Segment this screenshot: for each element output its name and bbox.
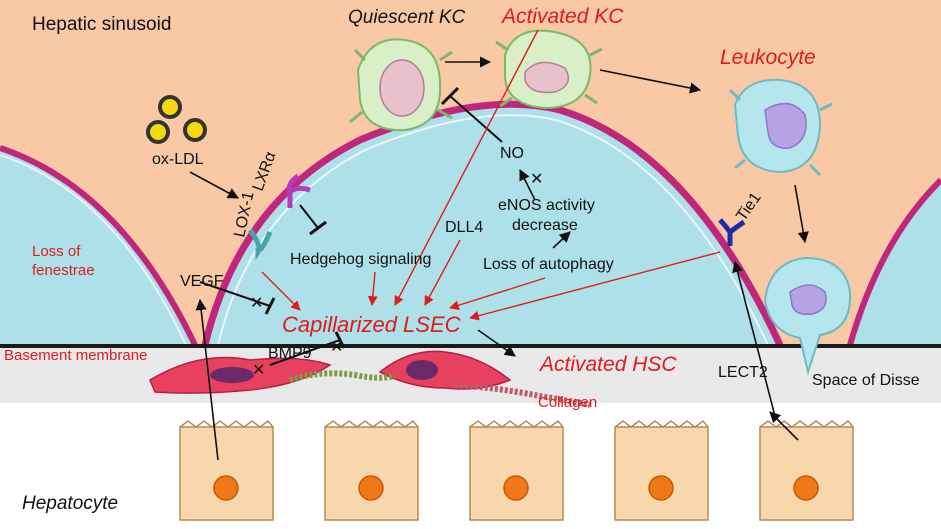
collagen-fiber-icon [289,370,591,408]
label-bmp9: BMP9 [268,345,312,362]
hepatocyte-cell-icon [179,419,274,521]
arrow-lect2-to-tie1 [732,260,777,421]
red-arrow-autophagy-to-lsec [449,277,546,311]
inhibit-no-to-kc [440,86,503,143]
red-arrow-hedgehog-to-lsec [367,271,378,306]
tie1-receptor-icon [718,218,746,246]
label-ox-ldl: ox-LDL [152,151,204,168]
hepatocyte-cell-icon [469,419,564,521]
label-collagen: Collagen [538,394,597,411]
label-capillarized-lsec: Capillarized LSEC [282,312,461,337]
central-endothelial-membrane [201,100,784,347]
left-endothelial-dome [0,150,195,345]
red-arrow-akc-to-lsec [394,29,539,306]
arrow-leukocyte-to-disse [794,184,809,244]
leukocyte-cell-icon [728,78,833,177]
hepatocyte-cell-icon [759,419,854,521]
cross-mark-enos: ✕ [530,171,543,188]
inhibit-vegf-to-lsec [199,281,276,315]
label-loss-fenestrae-line1: Loss of [32,243,81,260]
transmigrating-leukocyte-icon [763,256,852,376]
title-hepatic-sinusoid: Hepatic sinusoid [32,14,171,35]
arrow-hepatocyte-to-vegf [195,298,219,461]
label-hepatocyte: Hepatocyte [22,493,118,514]
quiescent-kc-cell-icon [349,38,453,132]
cross-mark-vegf: ✕ [250,295,263,312]
arrow-akc-to-leukocyte [599,69,702,94]
ox-ldl-particles-icon [146,95,207,144]
label-enos-line1: eNOS activity [498,197,595,214]
arrow-autophagy-to-enos [552,231,571,249]
activated-kc-cell-icon [495,29,603,110]
label-quiescent-kc: Quiescent KC [348,7,465,28]
right-endothelial-membrane [847,177,941,346]
label-autophagy: Loss of autophagy [483,256,614,273]
hepatocyte-cell-icon [324,419,419,521]
red-arrow-dll4-to-lsec [424,239,461,306]
lxra-receptor-icon [286,173,311,208]
hepatocyte-row [179,419,854,521]
left-endothelial-membrane [0,145,198,347]
label-basement-membrane: Basement membrane [4,347,147,364]
label-activated-hsc: Activated HSC [538,353,677,376]
label-leukocyte: Leukocyte [720,46,816,69]
lox1-receptor-icon [247,228,273,261]
red-arrow-lox1-to-lsec [261,271,301,311]
label-enos-line2: decrease [512,217,578,234]
inhibit-lxra-to-hedgehog [299,204,327,236]
label-space-of-disse: Space of Disse [812,372,920,389]
arrow-oxldl-to-lox1 [189,171,239,199]
red-arrow-tie1-to-lsec [469,251,721,321]
cross-mark-hsc: ✕ [252,362,265,379]
label-dll4: DLL4 [445,219,483,236]
label-loss-fenestrae-line2: fenestrae [32,262,95,279]
right-endothelial-dome [850,180,941,345]
hepatocyte-cell-icon [614,419,709,521]
label-no: NO [500,145,524,162]
activated-hsc-center-icon [378,350,512,390]
label-activated-kc: Activated KC [500,5,624,28]
label-lect2: LECT2 [718,364,768,381]
inhibit-bmp9 [269,331,346,366]
label-vegf: VEGF [180,273,224,290]
label-hedgehog: Hedgehog signaling [290,251,431,268]
arrow-hepatocyte-to-lect2 [769,411,799,441]
central-endothelial-dome [205,104,780,346]
cross-mark-bmp9: ✕ [330,339,343,356]
arrow-enos-to-no [519,168,536,201]
arrow-lsec-to-hsc [477,329,516,357]
activated-hsc-left-icon [149,356,332,394]
